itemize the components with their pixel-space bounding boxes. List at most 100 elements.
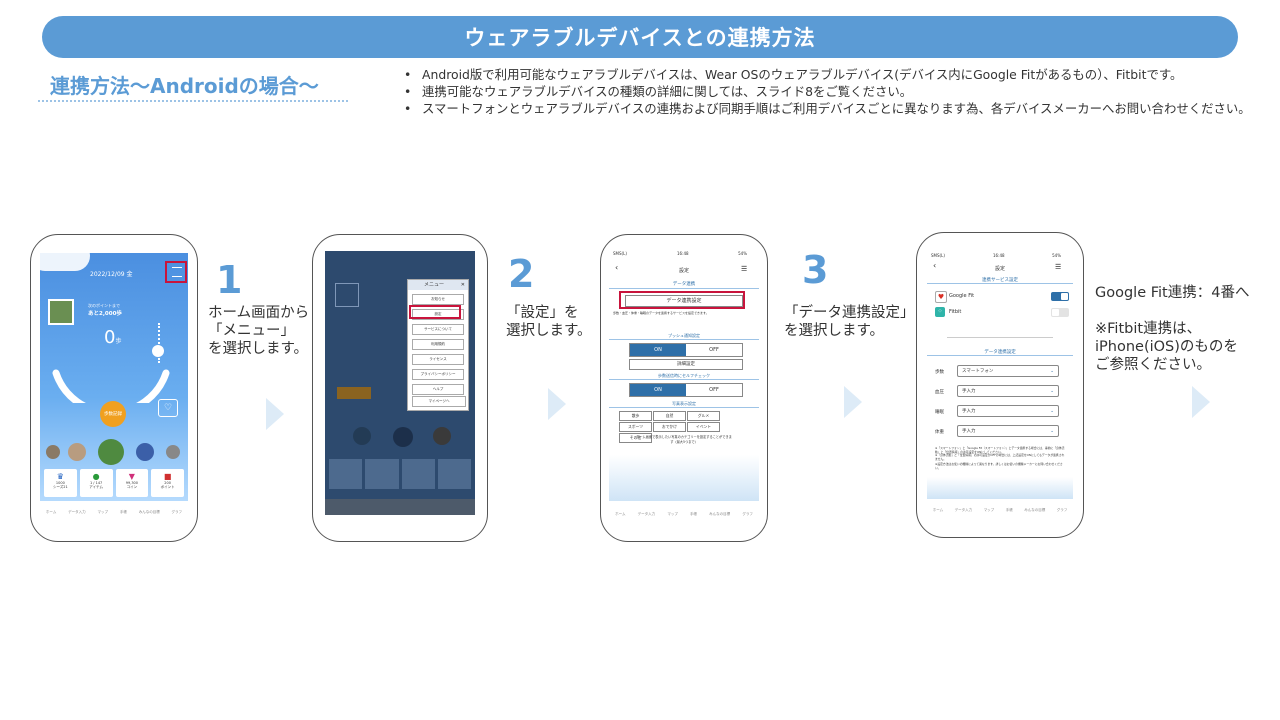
nav-item-graph[interactable]: グラフ (742, 512, 753, 516)
service-title: 連携サービス設定 (927, 277, 1073, 284)
data-link-highlight-box (619, 291, 745, 309)
walk-badge[interactable]: 歩数記録 (100, 401, 126, 427)
data-title: データ連携設定 (927, 349, 1073, 356)
photo-option[interactable]: その他 (619, 433, 652, 443)
circle-item[interactable] (68, 443, 86, 461)
info-bullets: Android版で利用可能なウェアラブルデバイスは、Wear OSのウェアラブル… (402, 66, 1262, 117)
circle-item[interactable] (98, 439, 124, 465)
divider (947, 337, 1053, 338)
weight-select[interactable]: 手入力⌄ (957, 425, 1059, 437)
progress-knob (152, 345, 164, 357)
chevron-down-icon: ⌄ (1050, 409, 1054, 414)
chevron-down-icon: ⌄ (1050, 369, 1054, 374)
nav-item-notebook[interactable]: 手帳 (1005, 508, 1013, 512)
menu-bottom-button[interactable]: マイページへ (412, 396, 466, 407)
section-underline (38, 100, 348, 102)
phone-home-screenshot: 2022/12/09 金 次のポイントまで あと2,000歩 0歩 歩数記録 ♡ (30, 234, 198, 542)
menu-header: メニュー ✕ (408, 280, 468, 290)
photo-option[interactable]: 自然 (653, 411, 686, 421)
auto-check-on-button[interactable]: ON (630, 384, 686, 396)
cart-icon: ▼ (128, 472, 135, 481)
screen-title: 設定 (678, 268, 689, 274)
step-2-text: 「設定」を 選択します。 (506, 305, 592, 339)
nav-item-map[interactable]: マップ (97, 510, 109, 514)
fitbit-toggle[interactable] (1051, 308, 1069, 317)
nav-item-graph[interactable]: グラフ (171, 510, 183, 514)
menu-item-service[interactable]: サービスについて (412, 324, 464, 335)
data-row-blood: 血圧 手入力⌄ (935, 385, 1069, 399)
nav-item-notebook[interactable]: 手帳 (690, 512, 697, 516)
menu-list: お知らせ 設定 サービスについて 利用規約 ライセンス プライバシーポリシー ヘ… (412, 294, 464, 399)
arrow-4-icon (1192, 386, 1210, 418)
auto-check-toggle: ON OFF (629, 383, 743, 397)
menu-item-help[interactable]: ヘルプ (412, 384, 464, 395)
city-skyline (609, 455, 759, 501)
nav-item-goals[interactable]: みんなの目標 (138, 510, 160, 514)
push-on-button[interactable]: ON (630, 344, 686, 356)
gift-icon: ■ (163, 472, 172, 481)
menu-item-settings[interactable]: 設定 (412, 309, 464, 320)
step-3-number: 3 (802, 248, 829, 292)
back-icon[interactable]: ‹ (933, 261, 937, 270)
service-google-row: ♥ Google Fit (935, 291, 1069, 303)
photo-thumbnail (48, 299, 74, 325)
menu-icon[interactable] (172, 267, 182, 277)
blood-select[interactable]: 手入力⌄ (957, 385, 1059, 397)
photo-note: ホーム画面で表示したい写真のカテゴリーを設定することができます（最大5つまで） (636, 435, 732, 444)
nav-item-data[interactable]: データ入力 (637, 512, 656, 516)
steps-select[interactable]: スマートフォン⌄ (957, 365, 1059, 377)
bullet-item: 連携可能なウェアラブルデバイスの種類の詳細に関しては、スライド8をご覧ください。 (402, 83, 1262, 100)
dim-bottom-nav (325, 499, 475, 515)
circle-item[interactable] (166, 445, 180, 459)
back-icon[interactable]: ‹ (615, 263, 619, 272)
remaining-value: あと2,000歩 (88, 311, 122, 317)
google-fit-toggle[interactable] (1051, 292, 1069, 301)
slide-title-bar: ウェアラブルデバイスとの連携方法 (42, 16, 1238, 58)
nav-item-graph[interactable]: グラフ (1056, 508, 1068, 512)
nav-item-home[interactable]: ホーム (615, 512, 626, 516)
list-icon[interactable]: ☰ (1055, 263, 1062, 271)
heart-icon[interactable]: ♡ (158, 399, 178, 417)
data-row-steps: 歩数 スマートフォン⌄ (935, 365, 1069, 379)
nav-item-home[interactable]: ホーム (932, 508, 944, 512)
nav-item-goals[interactable]: みんなの目標 (709, 512, 731, 516)
photo-option[interactable]: スポーツ (619, 422, 652, 432)
google-fit-icon: ♥ (935, 291, 947, 303)
circle-item[interactable] (136, 443, 154, 461)
circle-row (46, 439, 182, 465)
tile-coins[interactable]: ▼99,300 コイン (115, 469, 149, 497)
menu-panel: メニュー ✕ お知らせ 設定 サービスについて 利用規約 ライセンス プライバシ… (407, 279, 469, 411)
tile-items[interactable]: ●1 / 147 アイテム (79, 469, 113, 497)
menu-item-license[interactable]: ライセンス (412, 354, 464, 365)
close-icon[interactable]: ✕ (460, 282, 465, 288)
data-link-desc: 歩数・血圧・体重・睡眠のデータを連携するサービスを設定できます。 (613, 311, 709, 315)
photo-option[interactable]: イベント (687, 422, 720, 432)
detail-button[interactable]: 詳細設定 (629, 359, 743, 370)
auto-check-off-button[interactable]: OFF (686, 384, 742, 396)
nav-item-notebook[interactable]: 手帳 (119, 510, 127, 514)
nav-item-map[interactable]: マップ (983, 508, 995, 512)
nav-item-goals[interactable]: みんなの目標 (1024, 508, 1046, 512)
screen-title: 設定 (994, 266, 1005, 272)
sleep-select[interactable]: 手入力⌄ (957, 405, 1059, 417)
circle-item[interactable] (46, 445, 60, 459)
list-icon[interactable]: ☰ (741, 265, 748, 273)
status-bar: SMS(L) 16:48 54% (931, 253, 1061, 258)
arrow-1-icon (266, 398, 284, 430)
menu-item-privacy[interactable]: プライバシーポリシー (412, 369, 464, 380)
tile-points[interactable]: ■200 ポイント (151, 469, 184, 497)
menu-item-notice[interactable]: お知らせ (412, 294, 464, 305)
nav-item-map[interactable]: マップ (667, 512, 678, 516)
nav-item-data[interactable]: データ入力 (954, 508, 973, 512)
service-fitbit-row: ⁘ Fitbit (935, 307, 1069, 319)
push-off-button[interactable]: OFF (686, 344, 742, 356)
photo-option[interactable]: グルメ (687, 411, 720, 421)
photo-option[interactable]: 散歩 (619, 411, 652, 421)
tile-crown[interactable]: ♛1000 シーズ21 (44, 469, 77, 497)
nav-item-data[interactable]: データ入力 (68, 510, 86, 514)
nav-item-home[interactable]: ホーム (45, 510, 57, 514)
menu-item-terms[interactable]: 利用規約 (412, 339, 464, 350)
data-row-weight: 体重 手入力⌄ (935, 425, 1069, 439)
photo-option[interactable]: おでかけ (653, 422, 686, 432)
data-link-button[interactable]: データ連携設定 (625, 295, 743, 307)
